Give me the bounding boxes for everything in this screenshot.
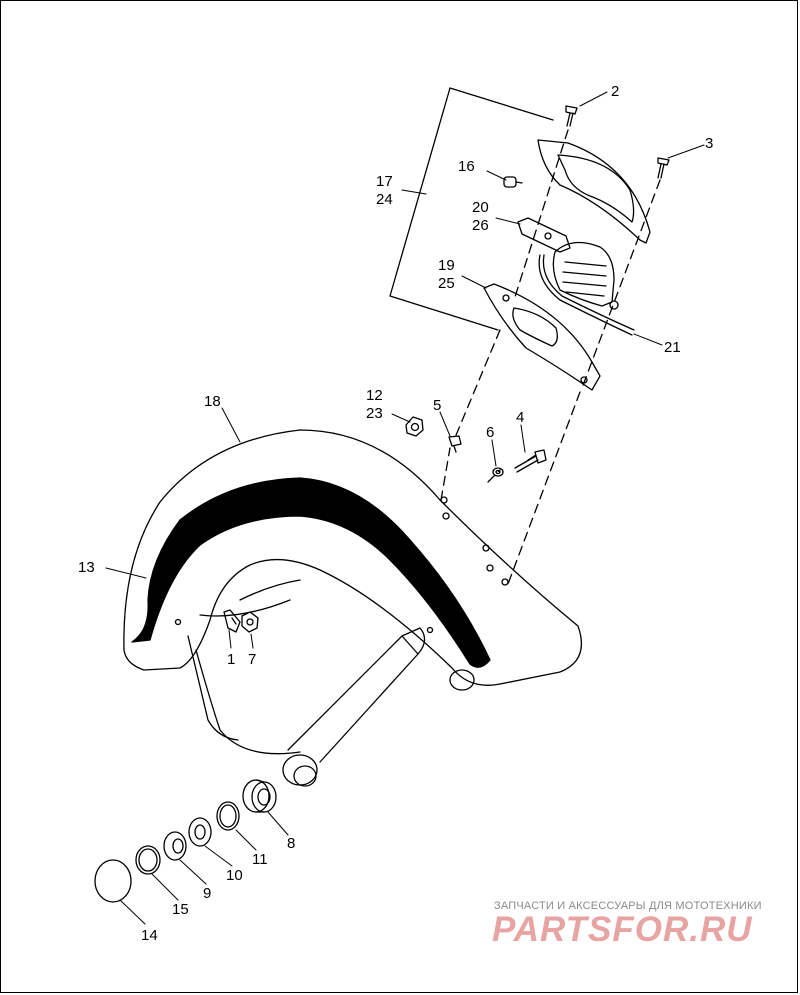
callout-19: 19 bbox=[438, 257, 455, 274]
callout-1: 1 bbox=[227, 651, 235, 668]
callout-25: 25 bbox=[438, 275, 455, 292]
fork-strut bbox=[187, 579, 475, 787]
callout-8: 8 bbox=[287, 835, 295, 852]
callout-18: 18 bbox=[204, 393, 221, 410]
watermark-logo: PARTSFOR.RU bbox=[492, 910, 753, 949]
callout-4: 4 bbox=[516, 409, 524, 426]
callout-20: 20 bbox=[472, 199, 489, 216]
bearing-8 bbox=[242, 779, 277, 813]
ring-11 bbox=[216, 801, 240, 831]
callout-26: 26 bbox=[472, 217, 489, 234]
lamp-lens bbox=[552, 241, 619, 310]
callout-labels: 2 3 16 17 24 20 26 19 25 21 18 12 23 5 6… bbox=[78, 83, 713, 944]
callout-2: 2 bbox=[611, 83, 619, 100]
ring-15 bbox=[135, 845, 161, 875]
callout-12: 12 bbox=[366, 387, 383, 404]
callout-3: 3 bbox=[705, 135, 713, 152]
group-bracket bbox=[389, 87, 554, 331]
callout-13: 13 bbox=[78, 559, 95, 576]
callout-17: 17 bbox=[376, 173, 393, 190]
nut-7 bbox=[241, 611, 259, 633]
cap-14 bbox=[94, 859, 132, 903]
callout-21: 21 bbox=[664, 339, 681, 356]
callout-5: 5 bbox=[433, 397, 441, 414]
screw-2 bbox=[565, 105, 578, 127]
ring-10 bbox=[188, 817, 212, 847]
callout-10: 10 bbox=[226, 867, 243, 884]
callout-6: 6 bbox=[486, 424, 494, 441]
nut-12 bbox=[405, 416, 424, 437]
callout-24: 24 bbox=[376, 191, 393, 208]
lamp-gasket bbox=[483, 283, 601, 391]
washer-6 bbox=[492, 467, 504, 477]
pin-1 bbox=[223, 609, 241, 633]
spacer-9 bbox=[163, 831, 187, 861]
bulb-16 bbox=[503, 176, 523, 188]
lamp-socket bbox=[517, 217, 571, 253]
callout-14: 14 bbox=[141, 927, 158, 944]
watermark-tagline: ЗАПЧАСТИ И АКСЕССУАРЫ ДЛЯ МОТОТЕХНИКИ bbox=[494, 900, 762, 912]
callout-7: 7 bbox=[248, 651, 256, 668]
callout-15: 15 bbox=[172, 901, 189, 918]
bolt-4 bbox=[514, 449, 547, 473]
callout-16: 16 bbox=[458, 158, 475, 175]
assembly-lines bbox=[440, 129, 661, 585]
leader-lines bbox=[105, 91, 705, 925]
lamp-wire bbox=[538, 254, 635, 336]
callout-23: 23 bbox=[366, 405, 383, 422]
screw-3 bbox=[657, 157, 670, 179]
lamp-housing bbox=[537, 139, 651, 244]
callout-11: 11 bbox=[252, 851, 268, 868]
callout-9: 9 bbox=[203, 885, 211, 902]
fender bbox=[123, 429, 583, 686]
screw-5 bbox=[448, 435, 462, 453]
